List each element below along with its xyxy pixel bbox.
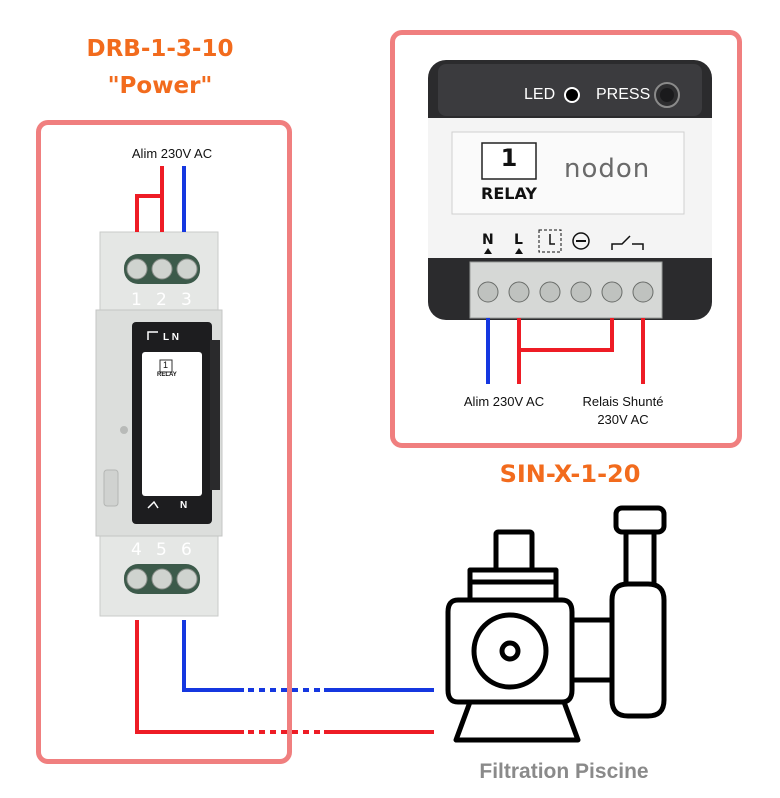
drb-badge-text: RELAY <box>157 372 177 378</box>
drb-terminal-5: 5 <box>156 540 167 560</box>
drb-frame <box>36 120 292 764</box>
drb-supply-label: Alim 230V AC <box>131 146 213 161</box>
load-label: Filtration Piscine <box>479 760 649 783</box>
press-label: PRESS <box>596 86 651 103</box>
relay-text: RELAY <box>481 184 537 203</box>
sin-model-title: SIN-X-1-20 <box>499 460 641 488</box>
drb-subtitle: "Power" <box>107 73 213 99</box>
shunt-label-line2: 230V AC <box>597 412 649 427</box>
drb-terminal-2: 2 <box>156 290 167 310</box>
drb-model-title: DRB-1-3-10 <box>86 36 234 62</box>
drb-terminal-3: 3 <box>181 290 192 310</box>
din-module <box>95 231 223 617</box>
nodon-logo: nodon <box>564 154 651 184</box>
relay-number: 1 <box>500 144 518 172</box>
led-label: LED <box>524 86 556 103</box>
pump-icon <box>445 505 667 743</box>
drb-terminal-1: 1 <box>131 290 142 310</box>
shunt-label-line1: Relais Shunté <box>582 394 664 409</box>
terminal-l-label: L <box>514 232 523 248</box>
sin-supply-label: Alim 230V AC <box>463 394 545 409</box>
sin-frame <box>390 30 742 448</box>
drb-badge-number: 1 <box>163 360 169 370</box>
sin-module <box>428 60 712 320</box>
terminal-n-label: N <box>482 232 494 248</box>
drb-terminal-6: 6 <box>181 540 192 560</box>
drb-panel-bottom-symbols: N <box>180 500 188 511</box>
drb-terminal-4: 4 <box>131 540 142 560</box>
drb-panel-top-symbols: L N <box>163 332 179 343</box>
